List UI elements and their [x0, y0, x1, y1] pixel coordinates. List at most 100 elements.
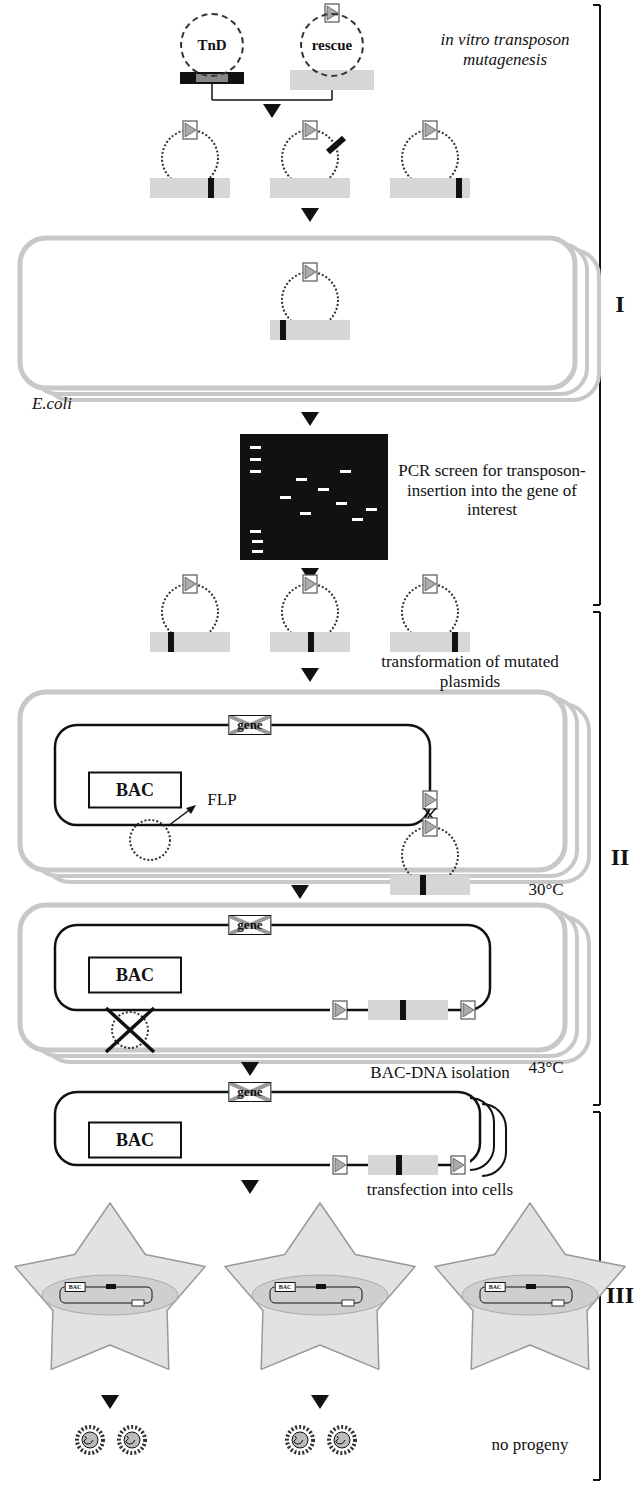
node-text: gene	[237, 1084, 262, 1100]
insert	[270, 178, 350, 198]
frt-site	[303, 575, 317, 593]
gene-box: gene	[228, 1082, 271, 1102]
insert	[368, 1000, 448, 1020]
node-text: BAC	[279, 1284, 292, 1290]
step-label: FLP	[207, 790, 236, 810]
line	[211, 84, 213, 100]
bracket	[593, 4, 600, 6]
node-text: BAC	[489, 1284, 502, 1290]
frt-triangle	[335, 1158, 346, 1172]
gel-band	[252, 550, 263, 553]
virion	[287, 1427, 313, 1453]
step-label: 43°C	[528, 1058, 563, 1078]
genome	[126, 1436, 135, 1444]
gel-band	[250, 458, 261, 461]
frt-triangle	[425, 793, 436, 807]
capsid	[124, 1432, 140, 1448]
gel-band	[336, 502, 347, 505]
nucleus	[42, 1275, 178, 1315]
node-text: BAC	[69, 1284, 82, 1290]
frt-site	[333, 1156, 347, 1174]
node-text: rescue	[312, 37, 353, 54]
frt-triangle	[463, 1003, 474, 1017]
step-label: BAC-DNA isolation	[370, 1063, 509, 1083]
bac-box: BAC	[88, 772, 182, 809]
bracket	[593, 1111, 600, 1113]
gel-band	[250, 530, 261, 533]
frt-triangle	[335, 1003, 346, 1017]
gel-band	[296, 478, 307, 481]
ecoli-cell	[20, 905, 565, 1050]
frt-site	[183, 575, 197, 593]
line	[212, 99, 332, 101]
frt-triangle	[305, 265, 316, 279]
node-text: BAC	[116, 965, 154, 986]
mini-gene	[316, 1284, 326, 1289]
step-label: no progeny	[492, 1435, 569, 1455]
insert	[390, 875, 470, 895]
genome	[336, 1436, 345, 1444]
insert	[270, 632, 350, 652]
frt-site	[423, 791, 437, 809]
bac-backbone	[55, 925, 490, 1010]
frt-triangle	[425, 577, 436, 591]
frt-site	[303, 121, 317, 139]
step-arrow	[301, 668, 319, 682]
bac-copy	[482, 1104, 506, 1176]
line	[448, 1009, 461, 1012]
step-arrow	[301, 412, 319, 426]
bac-backbone	[55, 1092, 480, 1165]
stage-number: III	[606, 1282, 634, 1310]
step-arrow	[263, 104, 281, 118]
transposon	[396, 1155, 402, 1175]
frt-triangle	[185, 577, 196, 591]
frt-site	[423, 818, 437, 836]
frt-triangle	[425, 820, 436, 834]
step-arrow	[291, 885, 309, 899]
bracket	[599, 612, 601, 1105]
transposon	[280, 320, 286, 340]
transposon	[456, 178, 462, 198]
plasmid-circle: TnD	[180, 13, 244, 77]
host-cell	[435, 1203, 625, 1369]
mini-gene	[106, 1284, 116, 1289]
step-label: 30°C	[528, 880, 563, 900]
insert	[290, 70, 374, 90]
plasmid-circle: rescue	[300, 13, 364, 77]
cross	[229, 716, 270, 734]
step-label: in vitro transposon mutagenesis	[420, 30, 590, 69]
bac-box: BAC	[485, 1282, 506, 1292]
nucleus	[252, 1275, 388, 1315]
step-arrow	[311, 1395, 329, 1409]
flp-plasmid	[130, 820, 170, 860]
frt-site	[423, 121, 437, 139]
frt-site	[303, 263, 317, 281]
insert	[270, 320, 350, 340]
insert	[150, 632, 230, 652]
transposon	[308, 632, 314, 652]
cross	[229, 1083, 270, 1101]
genome	[294, 1436, 303, 1444]
gel-band	[366, 508, 377, 511]
cross	[106, 1008, 154, 1052]
genome	[84, 1436, 93, 1444]
virion	[77, 1427, 103, 1453]
frt-triangle	[185, 123, 196, 137]
frt-site	[423, 575, 437, 593]
host-cell	[15, 1203, 205, 1369]
transposon	[328, 138, 344, 152]
gel-band	[300, 512, 311, 515]
arrow-head	[186, 805, 196, 814]
step-label: transfection into cells	[367, 1180, 513, 1200]
stage-number: I	[615, 291, 624, 319]
frt-triangle	[453, 1158, 464, 1172]
node-text: gene	[237, 917, 262, 933]
step-label: E.coli	[32, 394, 72, 414]
transposon	[180, 72, 244, 84]
insert	[390, 632, 470, 652]
insert	[368, 1155, 438, 1175]
virion	[329, 1427, 355, 1453]
cross	[229, 916, 270, 934]
step-arrow	[241, 1062, 259, 1076]
